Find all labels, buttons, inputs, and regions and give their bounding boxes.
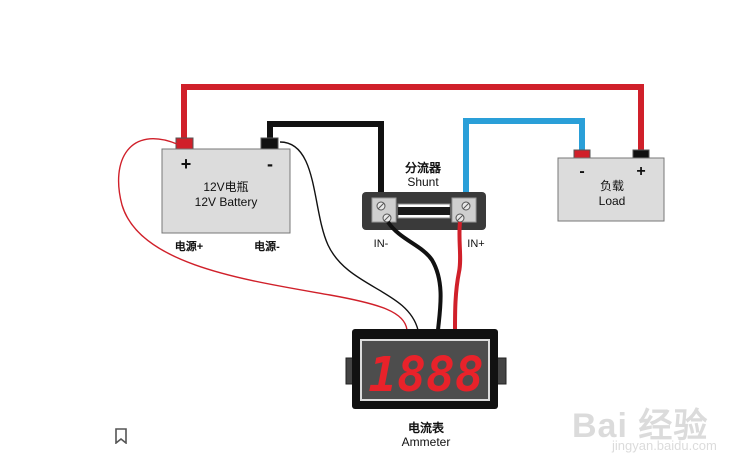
screw-slot — [377, 202, 385, 210]
battery-plus-terminal — [175, 137, 194, 151]
battery-label-en: 12V Battery — [195, 195, 258, 209]
ammeter-display: 1888 — [368, 347, 484, 403]
load-body — [557, 157, 665, 222]
watermark-url: jingyan.baidu.com — [612, 438, 717, 453]
battery-plus-sign: + — [181, 154, 192, 174]
battery-term-minus-label: 电源- — [254, 239, 280, 253]
thin-red-wire-battery-to-ammeter — [117, 138, 408, 331]
load-label-en: Load — [599, 194, 626, 208]
ammeter: 1888 电流表 Ammeter — [345, 329, 507, 449]
screw-slot — [462, 202, 470, 210]
shunt-label-cn: 分流器 — [405, 160, 442, 175]
battery-term-plus-label: 电源+ — [175, 239, 203, 253]
ammeter-label-cn: 电流表 — [408, 420, 445, 435]
red-wire-shunt-to-ammeter — [453, 221, 463, 331]
red-wire-battery-to-load — [181, 84, 644, 154]
screw-slot — [383, 214, 391, 222]
load-minus-sign: - — [579, 163, 584, 180]
shunt: 分流器 Shunt IN- IN+ — [362, 160, 486, 250]
baidu-jingyan-watermark: Bai 经验 jingyan.baidu.com — [572, 398, 722, 458]
screw-slot — [456, 214, 464, 222]
shunt-resistor-bar — [398, 207, 450, 215]
battery-minus-terminal — [260, 137, 279, 151]
battery-label-cn: 12V电瓶 — [203, 180, 248, 194]
battery-body — [161, 148, 291, 234]
shunt-in-plus-label: IN+ — [467, 238, 484, 250]
load: - + 负载 Load — [557, 149, 665, 222]
black-wire-battery-to-shunt — [267, 121, 384, 198]
load-label-cn: 负载 — [600, 179, 624, 193]
load-plus-sign: + — [636, 163, 645, 180]
battery-minus-sign: - — [267, 154, 273, 174]
thin-black-wire-battery-to-ammeter — [279, 141, 419, 331]
watermark-logo: Bai 经验 — [572, 407, 709, 445]
shunt-in-minus-label: IN- — [374, 238, 389, 250]
black-wire-shunt-to-ammeter — [386, 220, 443, 331]
ammeter-screen — [360, 339, 490, 401]
bookmark-icon[interactable] — [114, 428, 128, 444]
shunt-label-en: Shunt — [407, 175, 439, 189]
ammeter-label-en: Ammeter — [402, 435, 451, 449]
blue-wire-shunt-to-load — [463, 118, 585, 198]
battery: + - 12V电瓶 12V Battery 电源+ 电源- — [161, 137, 291, 253]
